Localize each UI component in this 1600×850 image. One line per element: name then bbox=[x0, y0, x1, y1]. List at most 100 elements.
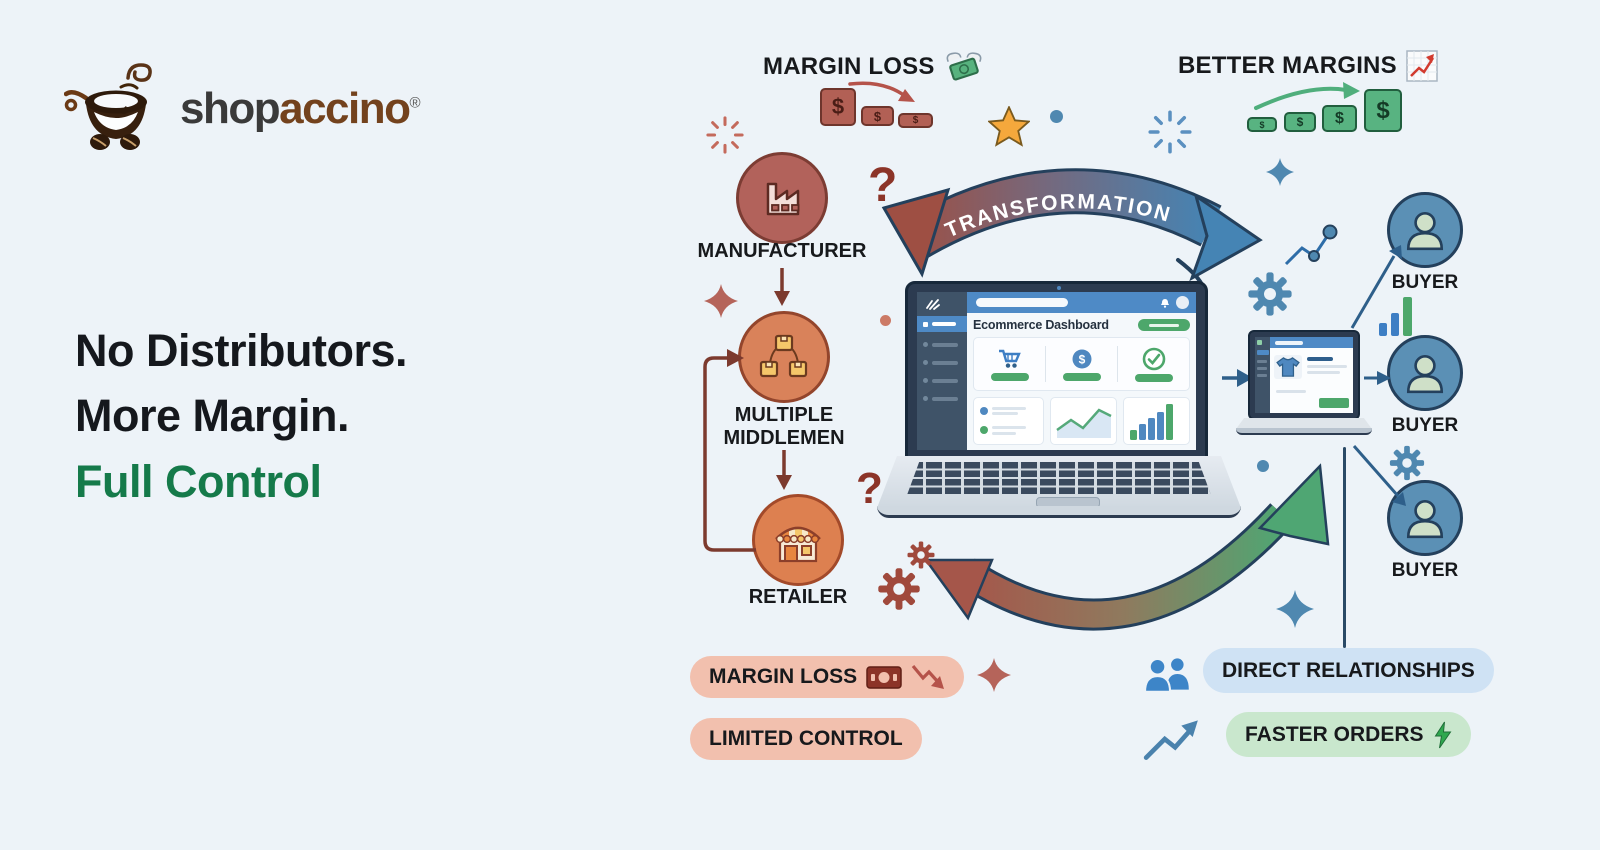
margin-loss-badge: MARGIN LOSS bbox=[690, 656, 965, 698]
headline-line2: More Margin. bbox=[75, 390, 350, 442]
registered-mark: ® bbox=[409, 94, 421, 112]
manufacturer-label: MANUFACTURER bbox=[697, 240, 867, 262]
sparkle-icon bbox=[704, 284, 738, 318]
menu-icon bbox=[923, 396, 928, 401]
product-title-bar bbox=[1307, 357, 1333, 361]
dollar-sign: $ bbox=[1376, 96, 1390, 124]
headline-line3: Full Control bbox=[75, 455, 322, 507]
text-bar bbox=[1307, 371, 1340, 374]
dashboard-linechart-card bbox=[1050, 397, 1117, 445]
bell-icon bbox=[1161, 299, 1169, 308]
person-icon bbox=[1406, 211, 1444, 251]
dashboard-topbar bbox=[967, 292, 1196, 313]
headline-line1: No Distributors. bbox=[75, 325, 408, 376]
money-block-large: $ bbox=[820, 88, 856, 126]
margin-block-4: $ bbox=[1364, 89, 1402, 132]
banknote-icon bbox=[866, 665, 902, 689]
middlemen-node bbox=[738, 311, 830, 403]
decor-dot bbox=[1050, 110, 1063, 123]
growth-arrow-icon bbox=[1254, 82, 1360, 110]
dashboard-barchart-card bbox=[1123, 397, 1190, 445]
dollar-sign: $ bbox=[912, 115, 919, 126]
dollar-sign: $ bbox=[831, 94, 845, 119]
dollar-sign: $ bbox=[1296, 115, 1304, 129]
shopaccino-logo-icon bbox=[64, 63, 152, 150]
star-icon bbox=[988, 106, 1030, 147]
svg-text:$: $ bbox=[1078, 352, 1085, 366]
avatar bbox=[1176, 295, 1189, 309]
middlemen-label: MULTIPLE MIDDLEMEN bbox=[664, 404, 904, 450]
sparkle-burst-icon bbox=[706, 116, 744, 154]
margin-loss-top-text: MARGIN LOSS bbox=[763, 53, 935, 80]
sparkle-burst-icon bbox=[1148, 110, 1192, 154]
laptop-front-edge bbox=[877, 506, 1241, 518]
storefront-topbar bbox=[1270, 337, 1353, 348]
tshirt-icon bbox=[1276, 357, 1300, 377]
chart-down-icon bbox=[911, 664, 945, 689]
laptop-small-base bbox=[1236, 418, 1372, 429]
direct-relationships-badge-text: DIRECT RELATIONSHIPS bbox=[1222, 658, 1475, 682]
decor-dot bbox=[880, 315, 891, 326]
brand-wordmark: shopaccino® bbox=[180, 84, 421, 134]
buyer-label-1: BUYER bbox=[1391, 272, 1459, 293]
trend-dots-icon bbox=[1284, 224, 1338, 266]
arrow-to-buyer-3 bbox=[1352, 445, 1406, 506]
better-margins-top-label: BETTER MARGINS bbox=[1178, 50, 1438, 82]
laptop-small-edge bbox=[1236, 428, 1372, 435]
nav-item bbox=[1257, 360, 1267, 363]
dashboard-title: Ecommerce Dashboard bbox=[973, 318, 1109, 332]
logo-dot bbox=[1257, 340, 1262, 345]
menu-icon bbox=[923, 360, 928, 365]
buyer-node-1 bbox=[1387, 192, 1463, 268]
storefront-screen bbox=[1255, 337, 1353, 413]
brand-name-right: accino bbox=[279, 84, 411, 133]
money-with-wings-icon bbox=[946, 52, 981, 81]
sidebar-logo-icon bbox=[926, 299, 940, 310]
faster-orders-badge: FASTER ORDERS bbox=[1226, 712, 1471, 757]
search-input bbox=[976, 298, 1068, 307]
connector-line bbox=[1343, 447, 1346, 648]
middlemen-label-line2: MIDDLEMEN bbox=[723, 427, 845, 449]
text-bar bbox=[1307, 365, 1347, 368]
better-margins-top-text: BETTER MARGINS bbox=[1178, 52, 1397, 79]
laptop-camera-dot bbox=[1056, 286, 1061, 290]
people-icon bbox=[1144, 657, 1189, 692]
buyer-label-3: BUYER bbox=[1391, 560, 1459, 581]
question-mark: ? bbox=[868, 159, 898, 212]
check-circle-icon bbox=[1142, 347, 1165, 370]
sparkle-icon bbox=[977, 658, 1011, 692]
limited-control-badge: LIMITED CONTROL bbox=[690, 718, 922, 760]
margin-loss-top-label: MARGIN LOSS bbox=[763, 50, 984, 84]
dollar-badge-icon: $ bbox=[1072, 349, 1091, 368]
decor-dot bbox=[1257, 460, 1269, 472]
margin-block-1: $ bbox=[1247, 117, 1277, 132]
direct-relationships-badge: DIRECT RELATIONSHIPS bbox=[1203, 648, 1494, 693]
transformation-arrow: TRANSFORMATION bbox=[881, 168, 1263, 314]
sidebar-item bbox=[923, 396, 958, 401]
arrow-to-buyer-1 bbox=[1350, 245, 1402, 329]
laptop-large: Ecommerce Dashboard bbox=[905, 281, 1208, 461]
buyer-node-3 bbox=[1387, 480, 1463, 556]
bar-chart-icon bbox=[1130, 404, 1173, 440]
dashboard-screen: Ecommerce Dashboard bbox=[917, 292, 1196, 450]
buy-button bbox=[1319, 398, 1349, 408]
dashboard-sidebar bbox=[917, 292, 967, 450]
dollar-sign: $ bbox=[1335, 109, 1344, 127]
sparkle-icon bbox=[1266, 158, 1294, 186]
laptop-keyboard bbox=[907, 462, 1211, 495]
loopback-arrow bbox=[703, 349, 756, 552]
list-dot-icon bbox=[980, 406, 988, 415]
storefront-product-page bbox=[1270, 348, 1353, 413]
sidebar-item-active bbox=[917, 316, 967, 332]
sidebar-item bbox=[923, 378, 958, 383]
sparkle-icon bbox=[1276, 590, 1314, 628]
limited-control-badge-text: LIMITED CONTROL bbox=[709, 727, 903, 750]
brand-name-left: shop bbox=[180, 84, 281, 133]
stat-orders bbox=[974, 348, 1045, 381]
nav-item bbox=[1257, 374, 1267, 377]
middlemen-label-line1: MULTIPLE bbox=[734, 404, 834, 426]
arrow-to-storefront bbox=[1222, 369, 1253, 387]
text-bar bbox=[1276, 390, 1306, 393]
margin-block-2: $ bbox=[1284, 112, 1316, 132]
